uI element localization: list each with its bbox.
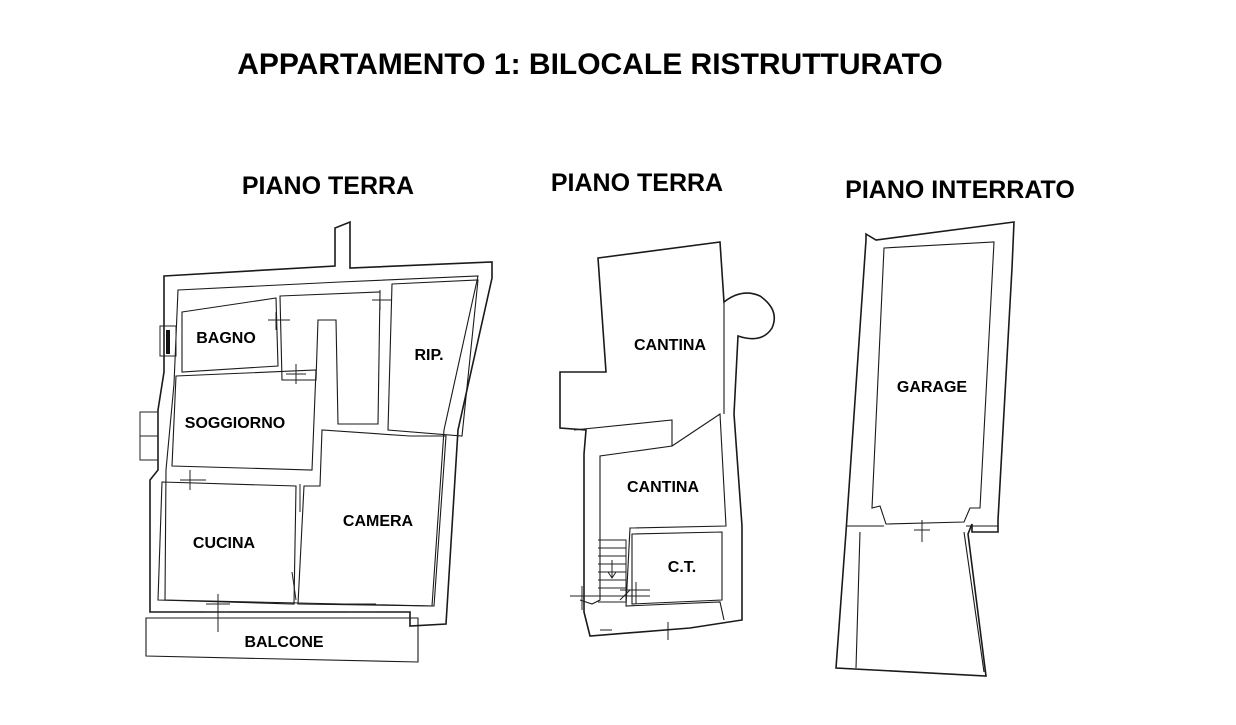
- wall-ct: [631, 531, 723, 605]
- plan-heading: PIANO TERRA: [551, 169, 723, 197]
- door-marks: [570, 582, 669, 640]
- room-label-ct: C.T.: [668, 559, 696, 576]
- balcony-outline: [145, 617, 419, 663]
- room-label-cucina: CUCINA: [193, 535, 256, 552]
- room-label-soggiorno: SOGGIORNO: [185, 415, 285, 432]
- door-mark: [914, 520, 930, 542]
- staircase: [598, 539, 627, 603]
- room-label-rip: RIP.: [414, 347, 443, 364]
- plan-piano-terra-apartment: PIANO TERRA BAGNO RIP. SOGGIORNO CUCINA …: [139, 172, 493, 663]
- plan-piano-interrato: PIANO INTERRATO GARAGE: [835, 176, 1075, 677]
- door-marks: [180, 290, 392, 632]
- window-mark: [166, 330, 170, 354]
- room-label-garage: GARAGE: [897, 379, 968, 396]
- room-label-bagno: BAGNO: [196, 330, 256, 347]
- window-soggiorno: [139, 411, 159, 461]
- plan-heading: PIANO INTERRATO: [845, 176, 1075, 204]
- wall-bagno: [181, 297, 279, 373]
- wall-soggiorno: [171, 369, 317, 471]
- wall-lower-cantina: [625, 413, 727, 621]
- wall-ripostiglio: [387, 279, 479, 437]
- room-label-cantina-upper: CANTINA: [634, 337, 706, 354]
- room-label-balcone: BALCONE: [244, 634, 323, 651]
- plan-heading: PIANO TERRA: [242, 172, 414, 200]
- wall-upper-cantina: [573, 419, 673, 605]
- wall-garage: [871, 241, 995, 525]
- wall-cucina: [157, 481, 297, 605]
- wall-divider: [846, 525, 998, 673]
- sheet-title: APPARTAMENTO 1: BILOCALE RISTRUTTURATO: [237, 48, 943, 81]
- wall-camera: [297, 429, 447, 607]
- outer-wall: [835, 221, 1015, 677]
- wall-corridor: [279, 291, 381, 425]
- room-label-camera: CAMERA: [343, 513, 414, 530]
- outer-wall: [559, 241, 776, 637]
- bagno-detail: [159, 325, 177, 357]
- room-label-cantina-lower: CANTINA: [627, 479, 699, 496]
- plan-piano-terra-cantina: PIANO TERRA CANTINA CANTINA C.T.: [551, 169, 776, 640]
